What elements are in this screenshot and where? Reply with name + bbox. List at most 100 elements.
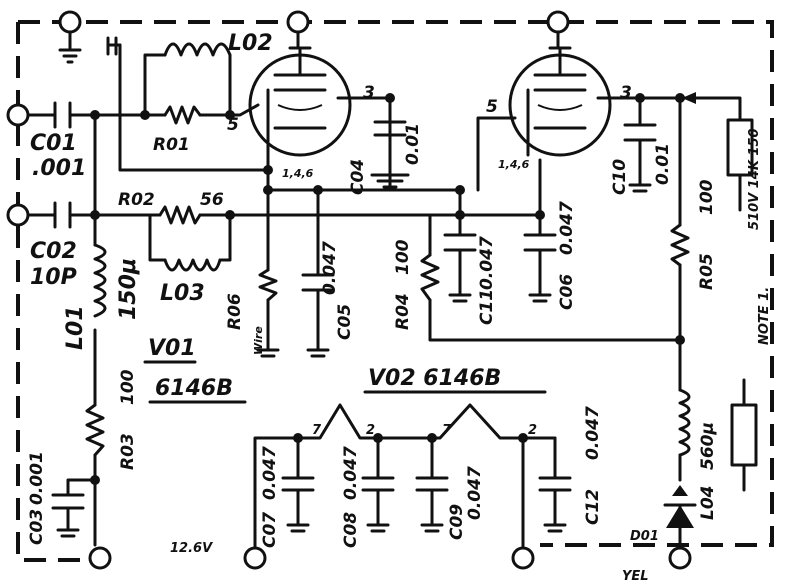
capacitor-c10 (623, 123, 657, 142)
ground-symbols (56, 48, 652, 538)
label-c06-ref: C06 (557, 274, 577, 310)
resistor-r04 (420, 253, 440, 302)
signal-arrow-icon (682, 92, 696, 104)
label-d01: D01 (630, 529, 659, 544)
capacitor-c06 (523, 233, 557, 252)
label-c02-ref: C02 (30, 239, 77, 264)
label-v01-pin3: 3 (363, 83, 375, 103)
capacitor-feedback (106, 36, 118, 56)
label-c10-ref: C10 (610, 159, 630, 195)
tube-v02 (508, 46, 612, 157)
inductor-l02 (163, 42, 232, 57)
resistor-r05 (670, 223, 690, 267)
resistor-r03 (85, 403, 105, 457)
label-pin2-a: 2 (366, 423, 375, 438)
label-v02-pin5: 5 (486, 97, 498, 117)
label-v02-pin3: 3 (620, 83, 632, 103)
label-c09-value: 0.047 (465, 466, 485, 520)
resistor-r01 (163, 105, 202, 125)
label-c07-value: 0.047 (260, 446, 280, 500)
label-c01-ref: C01 (30, 131, 77, 156)
label-r02-value: 56 (200, 190, 224, 210)
label-r05-value: 100 (697, 179, 717, 215)
label-l04-value: 560μ (698, 422, 718, 470)
capacitor-c04 (373, 120, 407, 137)
resistor-external (726, 118, 754, 177)
label-heater-supply: 12.6V (170, 541, 213, 556)
label-r01: R01 (153, 135, 190, 155)
label-note: NOTE 1. (757, 287, 772, 345)
label-c03-ref: C03 (27, 509, 47, 545)
label-l03: L03 (160, 281, 205, 306)
capacitor-c12 (538, 476, 572, 492)
label-c06-value: 0.047 (557, 201, 577, 255)
label-l01-value: 150μ (116, 258, 141, 320)
capacitor-c09 (415, 476, 449, 492)
terminal-bottom-heater (243, 546, 267, 570)
label-v02: V02 6146B (368, 366, 501, 391)
enclosure-boundary (16, 20, 774, 562)
resistor-r06 (258, 268, 278, 302)
label-r06-ref: R06 (225, 293, 245, 330)
capacitor-c05 (301, 273, 335, 292)
capacitor-c07 (281, 476, 315, 492)
resistor-note1 (730, 378, 758, 492)
terminal-top-3 (546, 10, 570, 34)
terminal-bottom-1 (88, 546, 112, 570)
label-r04-value: 100 (393, 239, 413, 275)
label-underlines (143, 360, 547, 404)
label-c02-value: 10P (30, 265, 77, 290)
resistor-r02 (158, 205, 202, 225)
label-c11-value: 0.047 (477, 236, 497, 290)
label-v01-pin146: 1,4,6 (282, 167, 314, 180)
capacitor-c11 (443, 233, 477, 252)
diode-d01 (663, 503, 697, 528)
label-r04-ref: R04 (393, 293, 413, 330)
terminal-top-2 (286, 10, 310, 34)
label-l04-ref: L04 (698, 486, 718, 521)
label-c12-value: 0.047 (583, 406, 603, 460)
label-c07-ref: C07 (260, 512, 280, 548)
inductor-l04 (678, 388, 691, 457)
label-c08-ref: C08 (341, 512, 361, 548)
label-c10-value: 0.01 (653, 143, 673, 185)
labels: L02 R01 5 3 1,4,6 C01 .001 C02 10P R02 5… (27, 31, 772, 583)
terminal-bottom-3 (511, 546, 535, 570)
label-r02-ref: R02 (118, 190, 155, 210)
label-c08-value: 0.047 (341, 446, 361, 500)
terminal-bottom-yel (668, 546, 692, 570)
label-v01-pin5: 5 (227, 115, 239, 135)
label-c03-value: 0.001 (27, 451, 47, 505)
label-v02-pin146: 1,4,6 (498, 158, 530, 171)
tube-v01 (248, 46, 352, 157)
label-pin7-b: 7 (442, 423, 452, 438)
capacitor-c01 (53, 101, 72, 129)
label-yel: YEL (622, 569, 649, 583)
label-c09-ref: C09 (447, 504, 467, 540)
label-l02: L02 (228, 31, 273, 56)
terminal-left-input1 (6, 103, 30, 127)
label-r03-value: 100 (118, 369, 138, 405)
label-c04-value: 0.01 (403, 123, 423, 165)
label-pin7-a: 7 (312, 423, 322, 438)
label-c12-ref: C12 (583, 489, 603, 525)
label-r05-ref: R05 (697, 253, 717, 290)
label-v01-type: 6146B (155, 376, 233, 401)
label-l01-ref: L01 (63, 305, 88, 350)
label-r06-note: Wire (252, 326, 265, 355)
inductor-l01 (93, 243, 107, 318)
label-external-resistor: 510V 14K 150 (747, 128, 762, 230)
label-v01-ref: V01 (148, 336, 196, 361)
junction-dots (90, 93, 685, 485)
label-c04-ref: C04 (348, 159, 368, 195)
label-c11-ref: C11 (477, 289, 497, 325)
capacitor-c08 (361, 476, 395, 492)
label-c05-value: 0.047 (320, 241, 340, 295)
label-c05-ref: C05 (335, 304, 355, 340)
wiring (26, 30, 742, 550)
terminal-top-1 (58, 10, 82, 34)
label-c01-value: .001 (32, 156, 86, 181)
diode-arrow-icon (672, 485, 688, 496)
inductor-l03 (163, 258, 222, 272)
